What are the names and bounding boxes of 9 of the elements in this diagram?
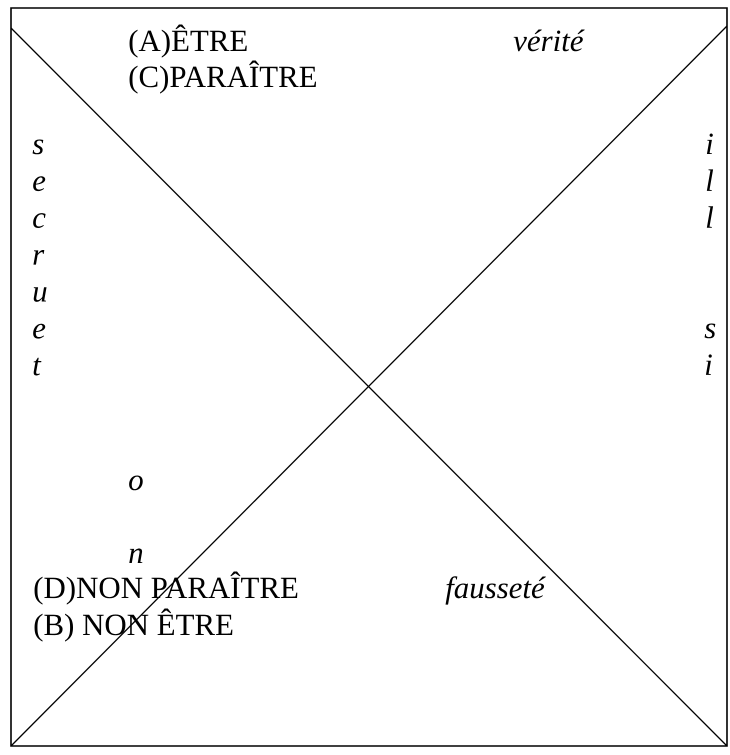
italic-word: vérité: [514, 30, 585, 52]
vertical-word: s e c r u e t: [32, 139, 47, 376]
vertical-word: s i: [704, 323, 716, 375]
term-label: (A)ÊTRE: [130, 24, 247, 58]
italic-word: n: [129, 548, 142, 563]
term-label: (C)PARAÎTRE: [130, 60, 316, 94]
vertical-word: i l l: [706, 134, 714, 228]
italic-word: fausseté: [446, 576, 546, 605]
italic-word: o: [129, 475, 143, 490]
